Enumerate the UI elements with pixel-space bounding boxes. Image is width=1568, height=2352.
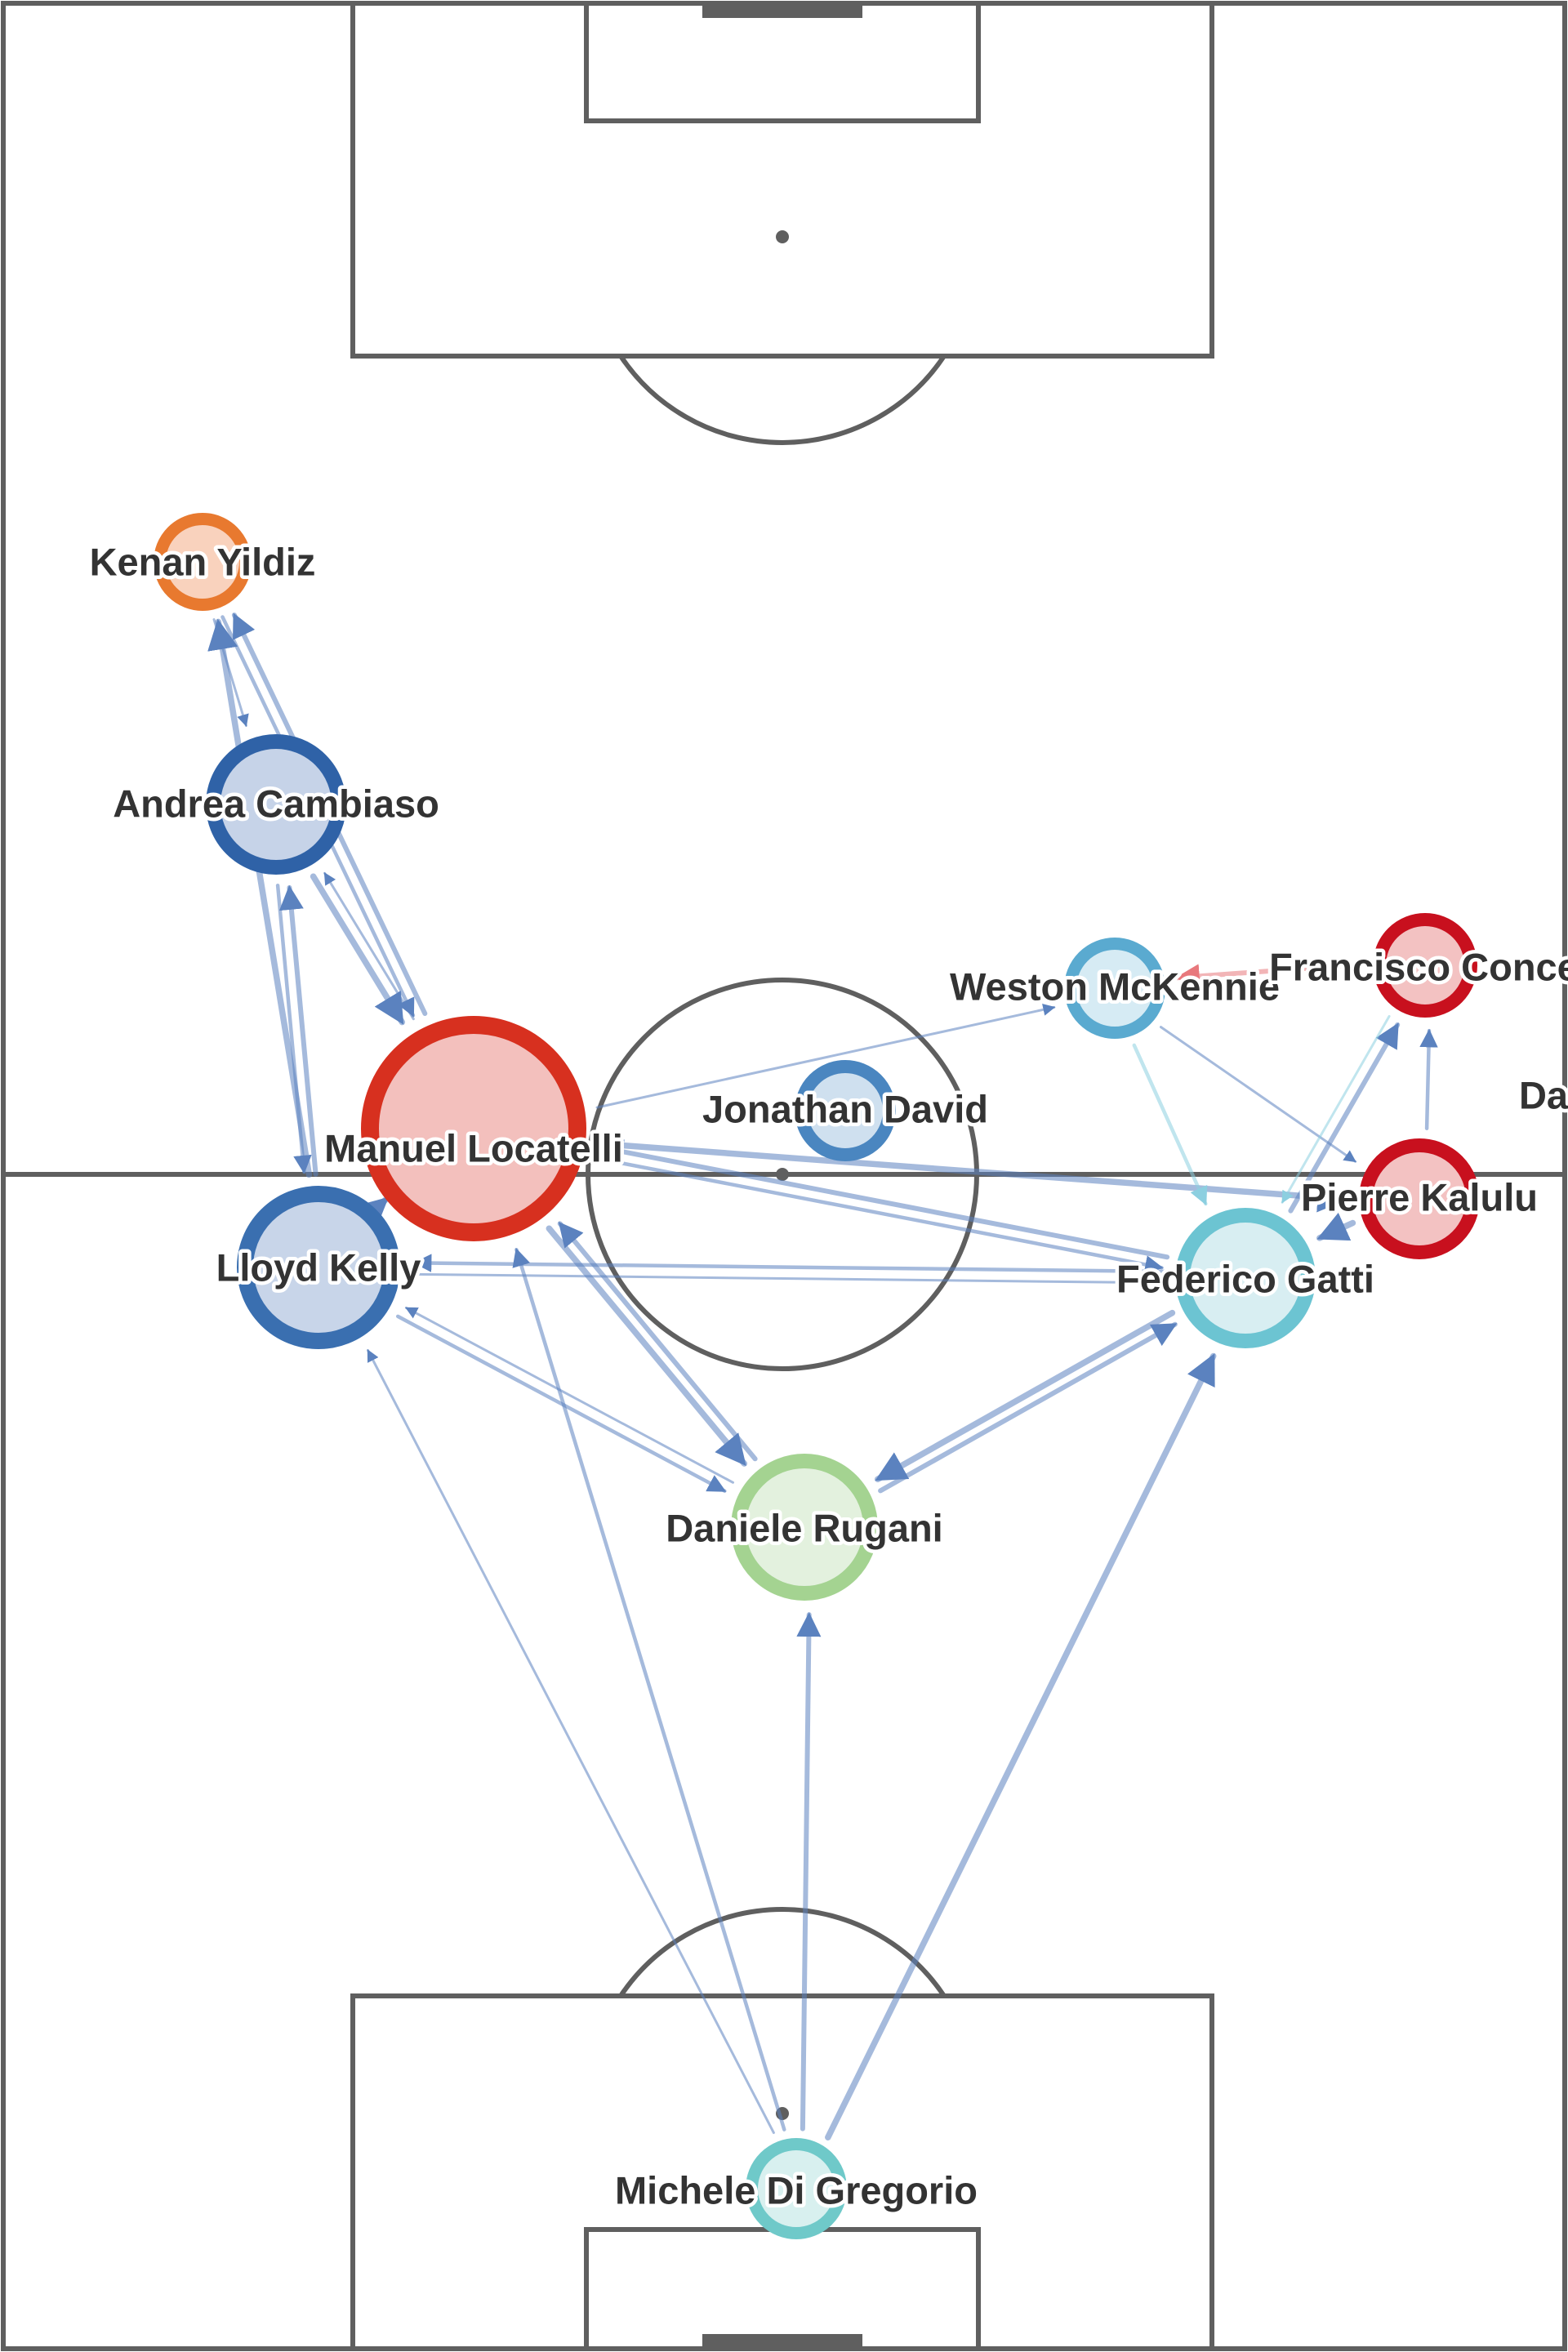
player-node-locatelli[interactable] (361, 1016, 586, 1241)
player-node-yildiz[interactable] (154, 513, 252, 611)
top-goal (702, 3, 862, 18)
pass-arrow-locatelli-to-gatti (593, 1156, 1164, 1274)
player-node-gatti[interactable] (1175, 1208, 1316, 1348)
player-label-gatti: Federico Gatti (1116, 1257, 1374, 1300)
pass-arrow-gatti-to-locatelli (598, 1139, 1170, 1260)
pass-arrow-conceicao-to-gatti (1281, 1014, 1391, 1204)
top-penalty-arc (618, 354, 947, 445)
top-goal-area (584, 1, 981, 123)
pass-arrow-kelly-to-gatti (410, 1272, 1163, 1290)
pass-arrow-conceicao-to-mckennie (1174, 961, 1365, 989)
player-nodes (154, 513, 1480, 2239)
bottom-goal (702, 2334, 862, 2349)
pass-arrow-gatti-to-rugani (874, 1309, 1176, 1483)
pass-arrow-kalulu-to-conceicao (1419, 1028, 1438, 1130)
bottom-penalty-arc (618, 1907, 947, 1998)
player-node-kelly[interactable] (237, 1186, 400, 1349)
pass-arrows (207, 612, 1438, 2140)
player-label-locatelli: Manuel Locatelli (324, 1126, 623, 1169)
player-label-cambiaso: Andrea Cambiaso (113, 782, 439, 825)
player-node-kalulu[interactable] (1359, 1138, 1480, 1259)
player-node-digregorio[interactable] (746, 2138, 847, 2239)
pass-arrow-digregorio-to-kelly (367, 1349, 775, 2134)
pass-arrow-gatti-to-conceicao (1288, 1022, 1401, 1214)
player-node-david[interactable] (795, 1060, 896, 1161)
pass-arrow-locatelli-to-kalulu (595, 1140, 1348, 1213)
pass-arrow-gatti-to-kelly (412, 1254, 1167, 1274)
pass-arrow-kelly-to-cambiaso (278, 884, 318, 1177)
player-node-mckennie[interactable] (1064, 938, 1165, 1039)
top-penalty-area (350, 1, 1214, 359)
pass-arrow-cambiaso-to-locatelli (310, 873, 406, 1026)
player-label-conceicao: Francisco Concei (1269, 945, 1568, 988)
pass-arrow-locatelli-to-mckennie (595, 1003, 1056, 1109)
pass-arrow-locatelli-to-kelly (355, 1196, 390, 1229)
pass-arrow-locatelli-to-rugani (546, 1225, 748, 1467)
pass-arrow-digregorio-to-locatelli (512, 1247, 786, 2132)
centre-spot (776, 1168, 789, 1181)
bottom-goal-area (584, 2227, 981, 2351)
player-label-yildiz: Kenan Yildiz (90, 540, 316, 583)
pass-arrow-kelly-to-yildiz (207, 618, 313, 1178)
player-label-kelly: Lloyd Kelly (216, 1245, 421, 1289)
pass-arrow-rugani-to-kelly (404, 1306, 734, 1484)
pass-arrow-kelly-to-rugani (395, 1314, 727, 1493)
pass-arrow-locatelli-to-cambiaso (323, 871, 415, 1021)
player-label-da: Da (1519, 1073, 1568, 1116)
player-label-kalulu: Pierre Kalulu (1301, 1175, 1538, 1218)
pass-arrow-mckennie-to-gatti (1132, 1043, 1208, 1206)
player-label-david: Jonathan David (702, 1087, 988, 1130)
player-node-cambiaso[interactable] (206, 734, 346, 875)
player-label-mckennie: Weston McKennie (950, 964, 1280, 1008)
player-node-rugani[interactable] (731, 1454, 878, 1601)
top-penalty-spot (776, 230, 789, 243)
pass-arrow-mckennie-to-kalulu (1160, 1026, 1357, 1163)
pass-arrow-digregorio-to-rugani (796, 1612, 822, 2132)
player-label-rugani: Daniele Rugani (666, 1506, 943, 1549)
pass-arrow-digregorio-to-gatti (825, 1352, 1217, 2140)
pass-arrow-rugani-to-gatti (878, 1321, 1178, 1494)
player-label-digregorio: Michele Di Gregorio (615, 2168, 978, 2212)
pass-arrow-kalulu-to-gatti (1316, 1212, 1356, 1241)
pass-arrow-rugani-to-locatelli (557, 1221, 758, 1462)
player-node-conceicao[interactable] (1373, 913, 1477, 1018)
